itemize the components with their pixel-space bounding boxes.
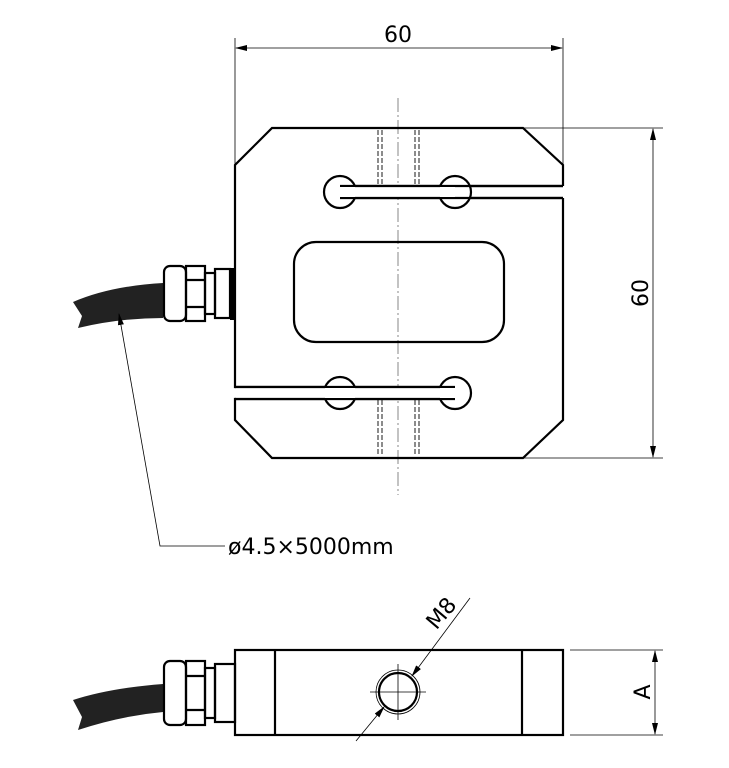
- cable-leader: ø4.5×5000mm: [117, 313, 394, 560]
- side-view: M8 A: [73, 593, 663, 742]
- dimension-width: 60: [234, 23, 564, 165]
- dimension-thickness: A: [570, 649, 663, 736]
- front-view: 60 60 ø4.5×5000mm: [73, 23, 663, 560]
- threaded-hole: [370, 664, 426, 720]
- upper-slot-holes: [322, 174, 563, 210]
- hidden-thread-lines: [377, 130, 420, 456]
- height-label: 60: [629, 279, 654, 307]
- thickness-label: A: [631, 684, 656, 699]
- cable-spec-label: ø4.5×5000mm: [228, 535, 394, 560]
- body-outline: [233, 126, 565, 460]
- dimension-height: 60: [523, 127, 663, 459]
- side-body: [233, 648, 565, 737]
- thread-leader: M8: [355, 593, 471, 742]
- width-label: 60: [384, 23, 412, 48]
- center-window: [292, 240, 506, 344]
- thread-label: M8: [422, 593, 462, 634]
- cable-gland: [73, 264, 235, 328]
- side-cable-gland: [73, 659, 237, 730]
- lower-slot-holes: [235, 375, 473, 411]
